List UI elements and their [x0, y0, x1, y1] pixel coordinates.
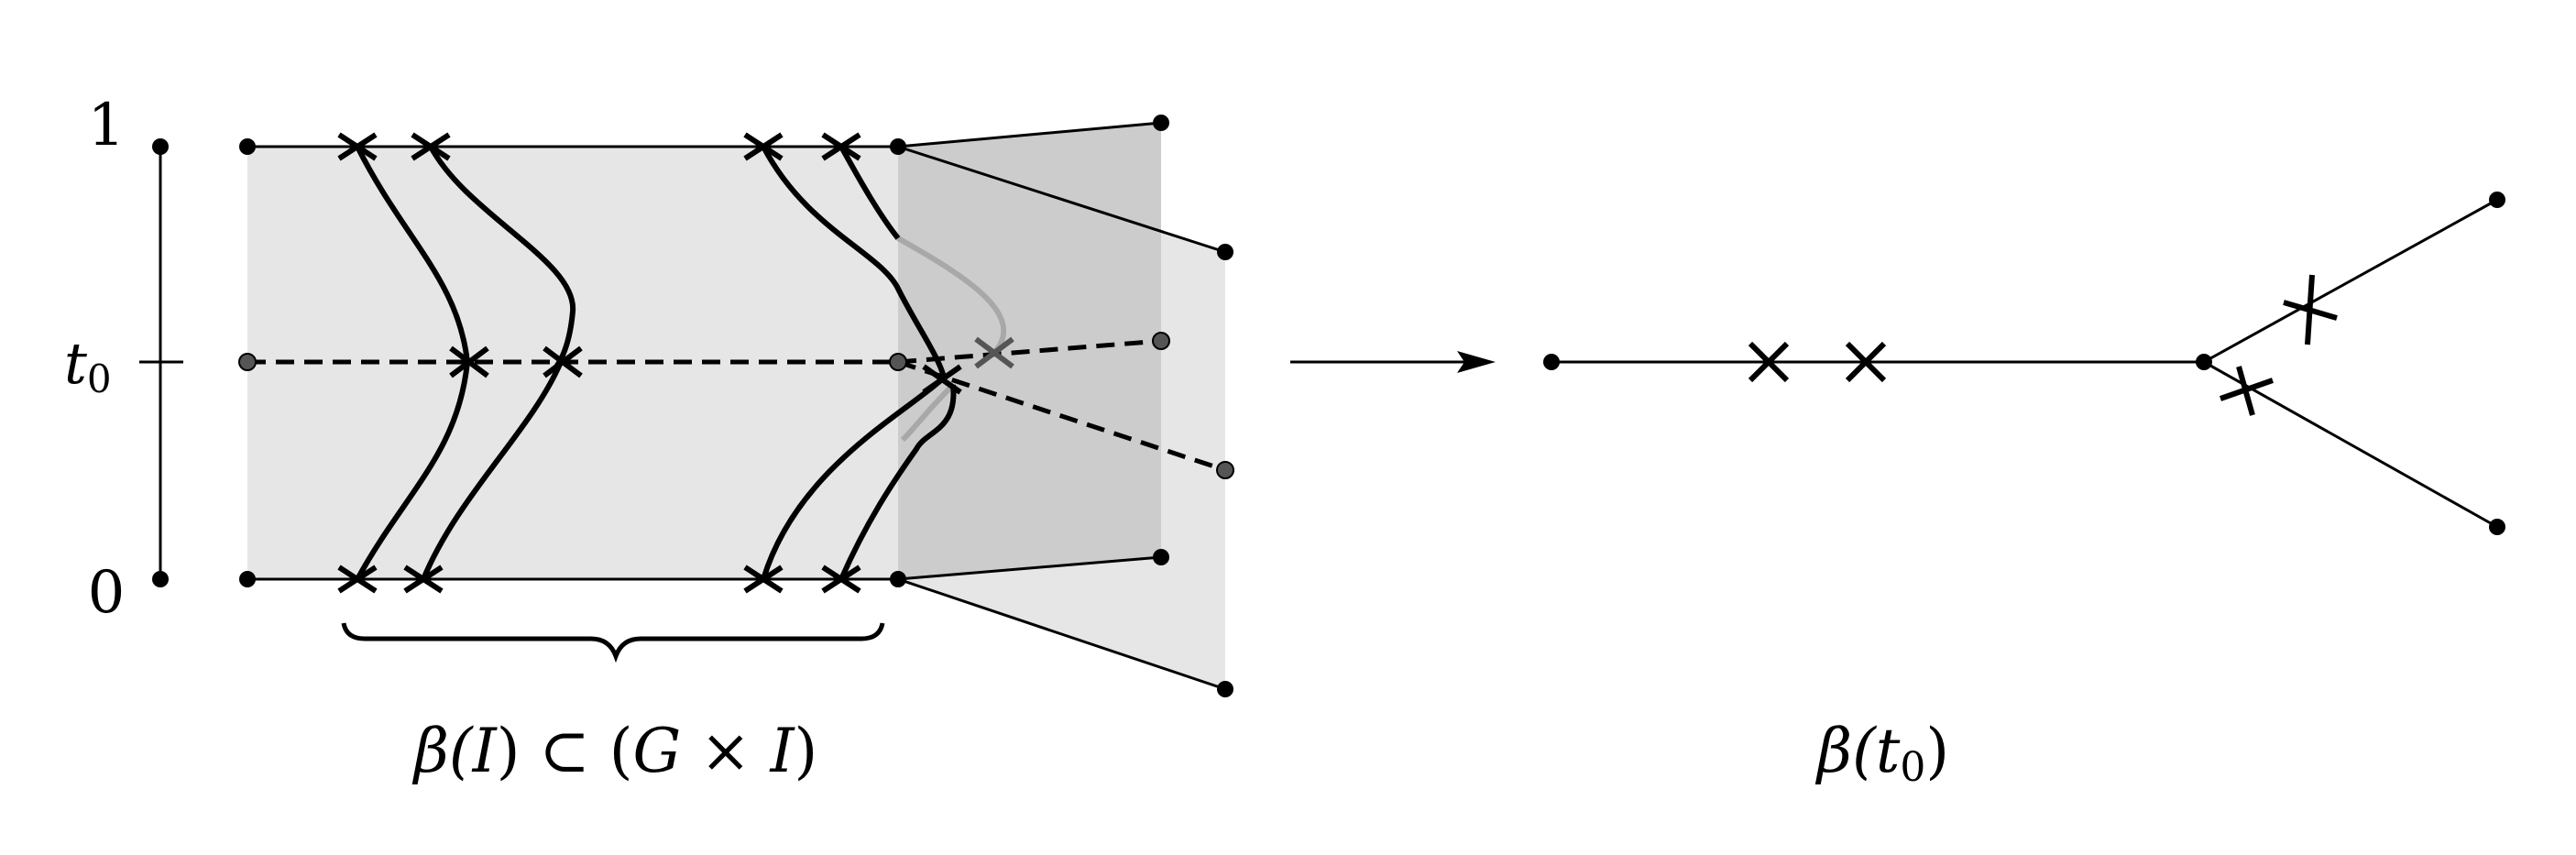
axis-label-zero: 0 — [88, 559, 126, 627]
interval-axis: 1 0 t0 — [64, 92, 183, 627]
vertex — [1153, 549, 1169, 565]
curly-brace — [341, 622, 885, 663]
crosses-top — [337, 132, 861, 161]
cross-marker — [411, 132, 451, 161]
cross-marker — [743, 565, 784, 594]
cross-marker — [743, 132, 784, 161]
edge-top-lower-branch — [897, 145, 1226, 254]
vertex — [2489, 192, 2505, 208]
slice-graph — [1543, 192, 2505, 535]
hidden-strand-upper — [896, 236, 1007, 355]
rear-sheet-upper — [898, 123, 1161, 579]
hidden-strand-lower — [900, 382, 956, 443]
slice-crosses — [1748, 274, 2338, 416]
caption-t-sub: 0 — [1900, 744, 1925, 791]
vertex — [889, 353, 907, 371]
slice-edge-upper — [2203, 198, 2498, 364]
strand-4-upper — [839, 145, 901, 240]
caption-beta: β( — [411, 716, 474, 786]
vertex — [890, 571, 906, 587]
crosses-bottom — [337, 565, 861, 594]
cross-marker — [922, 364, 962, 395]
vertex — [1543, 354, 1560, 370]
vertices-grey — [238, 332, 1234, 479]
slice-lower-branch — [897, 359, 1226, 473]
caption-subset: ) ⊂ ( — [497, 716, 633, 786]
caption-G: G — [632, 716, 681, 786]
strand-3 — [761, 145, 948, 580]
vertex — [1217, 681, 1233, 697]
caption-beta: β( — [1814, 716, 1877, 786]
slice-vertices — [1543, 192, 2505, 535]
cross-marker — [403, 565, 444, 594]
crosses-slice — [449, 345, 962, 395]
caption-t: t — [1876, 716, 1901, 786]
cross-marker-hidden — [974, 336, 1014, 369]
cross-marker — [337, 132, 378, 161]
cross-marker — [543, 345, 583, 378]
edge-top-upper-branch — [897, 121, 1162, 148]
caption-I1: I — [472, 716, 499, 786]
edge-bottom-lower-branch — [897, 577, 1226, 691]
cross-marker — [2220, 366, 2274, 416]
caption-close: ) — [795, 716, 818, 786]
axis-label-one: 1 — [88, 92, 126, 159]
vertex — [1152, 332, 1170, 350]
strand-4-lower — [839, 384, 957, 581]
vertex — [1153, 115, 1169, 131]
axis-label-t0: t0 — [64, 330, 112, 401]
vertex — [2196, 354, 2212, 370]
vertex — [2489, 519, 2505, 535]
cross-marker — [2283, 274, 2338, 345]
vertex — [890, 138, 906, 155]
left-caption: β(I) ⊂ (G × I) — [411, 716, 818, 786]
caption-close: ) — [1925, 716, 1949, 786]
axis-endpoint-bottom — [152, 571, 169, 587]
cross-marker — [1845, 341, 1887, 383]
cross-marker — [337, 565, 378, 594]
arrow-head — [1457, 351, 1496, 373]
product-space-drawing — [238, 115, 1234, 697]
caption-times: × — [681, 716, 770, 786]
axis-label-t-sub: 0 — [87, 356, 112, 401]
caption-I2: I — [769, 716, 795, 786]
cross-marker — [821, 565, 861, 594]
slice-upper-branch — [897, 338, 1162, 365]
axis-endpoint-top — [152, 138, 169, 155]
right-caption: β(t0) — [1814, 716, 1949, 791]
vertex — [238, 353, 257, 371]
vertex — [1216, 461, 1234, 479]
map-arrow — [1290, 351, 1496, 373]
cross-marker — [449, 345, 489, 378]
vertices-black — [239, 115, 1233, 697]
axis-label-t: t — [64, 330, 87, 397]
vertex — [239, 571, 256, 587]
edge-bottom-upper-branch — [897, 555, 1162, 581]
cross-marker — [1748, 341, 1790, 383]
vertex — [239, 138, 256, 155]
vertex — [1217, 244, 1233, 260]
cross-marker — [821, 132, 861, 161]
